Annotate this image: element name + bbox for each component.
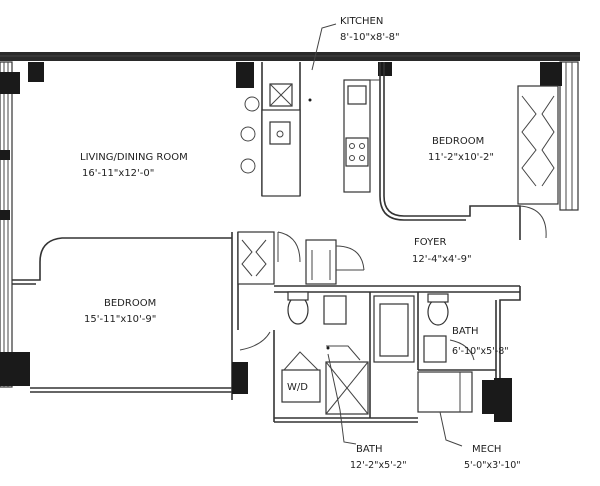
bedroom2-label: BEDROOM xyxy=(104,298,156,309)
leader-lines xyxy=(311,23,463,447)
kitchen-label: KITCHEN xyxy=(340,16,383,27)
exterior-wall-top xyxy=(0,52,580,61)
column xyxy=(28,62,44,82)
column xyxy=(236,62,254,88)
bath-fixtures xyxy=(239,291,475,415)
kitchen-dims: 8'-10"x8'-8" xyxy=(340,32,400,43)
washer-dryer-label: W/D xyxy=(287,382,308,393)
bedroom1-label: BEDROOM xyxy=(432,136,484,147)
bath2-label: BATH xyxy=(356,444,383,455)
column xyxy=(378,62,392,76)
mech-dims: 5'-0"x3'-10" xyxy=(464,460,521,471)
bedroom2-dims: 15'-11"x10'-9" xyxy=(84,314,156,325)
bedroom1-dims: 11'-2"x10'-2" xyxy=(428,152,494,163)
living-label: LIVING/DINING ROOM xyxy=(80,152,188,163)
bath1-label: BATH xyxy=(452,326,479,337)
kitchen-fixtures xyxy=(240,62,380,197)
window-wall-right xyxy=(559,61,579,211)
column xyxy=(540,62,562,86)
window-wall-left xyxy=(0,61,30,388)
foyer-dims: 12'-4"x4'-9" xyxy=(412,254,472,265)
bath1-dims: 6'-10"x5'-8" xyxy=(452,346,509,357)
interior-walls xyxy=(12,62,547,423)
bedroom-closet xyxy=(517,85,559,205)
living-dims: 16'-11"x12'-0" xyxy=(82,168,154,179)
foyer-label: FOYER xyxy=(414,237,447,248)
mech-label: MECH xyxy=(472,444,501,455)
bath2-dims: 12'-2"x5'-2" xyxy=(350,460,407,471)
